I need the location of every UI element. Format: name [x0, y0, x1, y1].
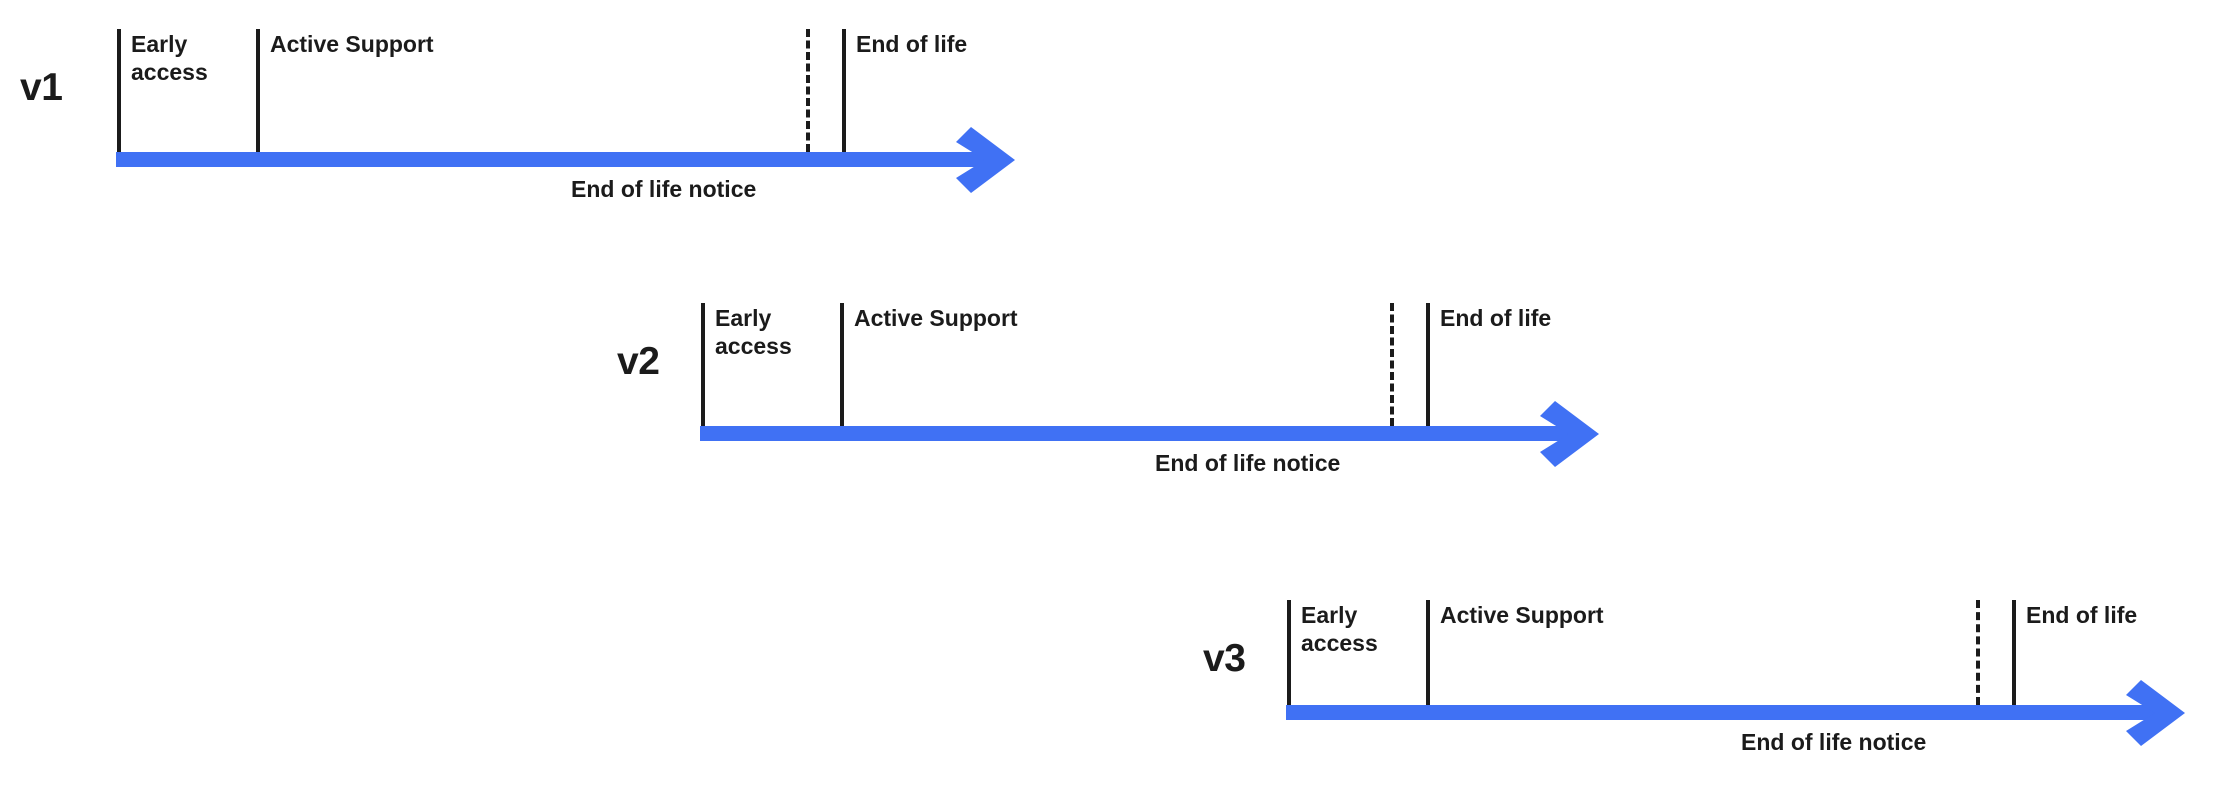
- arrow-head-icon: [1540, 400, 1599, 467]
- phase-divider-end-of-life: [2012, 600, 2016, 705]
- phase-divider-active-support: [256, 29, 260, 152]
- phase-divider-active-support: [840, 303, 844, 426]
- timeline-bar: [700, 426, 1574, 441]
- phase-label-active-support: Active Support: [1440, 602, 1604, 628]
- end-of-life-notice-label: End of life notice: [1155, 450, 1341, 476]
- phase-label-end-of-life: End of life: [1440, 305, 1552, 331]
- end-of-life-notice-marker: [1976, 600, 1980, 705]
- phase-divider-end-of-life: [1426, 303, 1430, 426]
- phase-divider-start: [701, 303, 705, 426]
- arrow-head-icon: [2126, 679, 2185, 746]
- timeline-bar: [116, 152, 990, 167]
- phase-label-early-access: Early access: [131, 31, 208, 86]
- phase-label-end-of-life: End of life: [856, 31, 968, 57]
- phase-label-early-access: Early access: [1301, 602, 1378, 657]
- end-of-life-notice-marker: [806, 29, 810, 152]
- phase-label-active-support: Active Support: [854, 305, 1018, 331]
- end-of-life-notice-marker: [1390, 303, 1394, 426]
- phase-divider-end-of-life: [842, 29, 846, 152]
- phase-divider-start: [117, 29, 121, 152]
- phase-label-active-support: Active Support: [270, 31, 434, 57]
- version-label-v1: v1: [20, 66, 63, 109]
- end-of-life-notice-label: End of life notice: [1741, 729, 1927, 755]
- arrow-head-icon: [956, 126, 1015, 193]
- phase-label-end-of-life: End of life: [2026, 602, 2138, 628]
- version-label-v2: v2: [617, 340, 660, 383]
- timeline-bar: [1286, 705, 2160, 720]
- phase-divider-start: [1287, 600, 1291, 705]
- end-of-life-notice-label: End of life notice: [571, 176, 757, 202]
- version-label-v3: v3: [1203, 637, 1246, 680]
- phase-divider-active-support: [1426, 600, 1430, 705]
- phase-label-early-access: Early access: [715, 305, 792, 360]
